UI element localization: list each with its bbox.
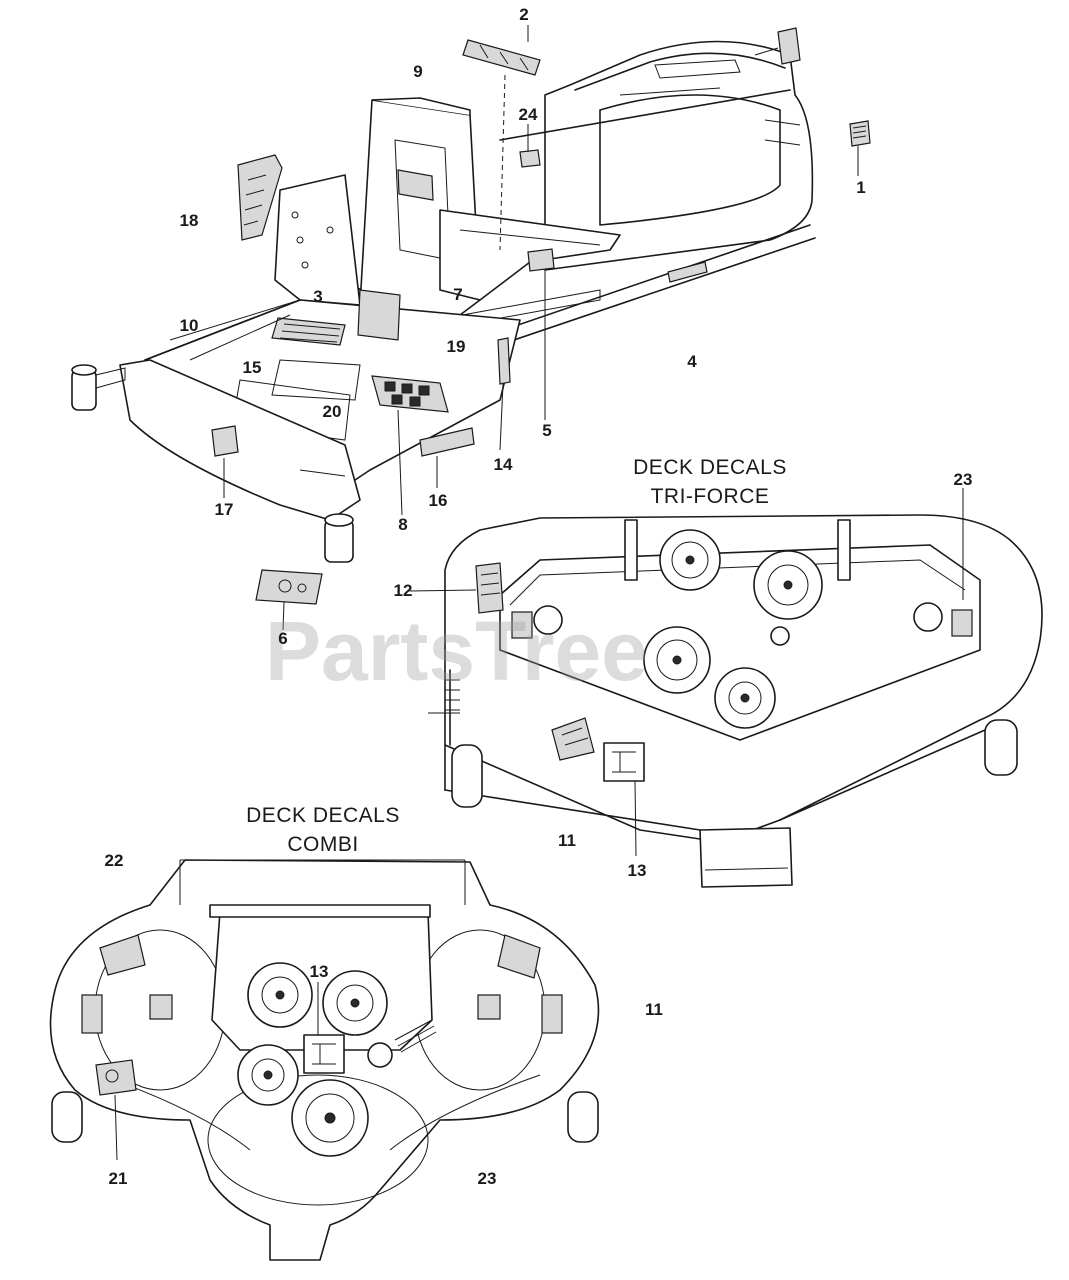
callout-20: 20 [323,402,342,421]
triforce-heading-line2: TRI-FORCE [651,485,770,508]
callout-9: 9 [413,62,422,81]
callout-1: 1 [856,178,865,197]
callout-12: 12 [394,581,413,600]
callout-22: 22 [105,851,124,870]
combi-heading-line1: DECK DECALS [246,804,400,827]
callout-14: 14 [494,455,513,474]
callout-21: 21 [109,1169,128,1188]
callout-4: 4 [687,352,697,371]
callout-19: 19 [447,337,466,356]
watermark: PartsTree [265,604,648,698]
triforce-deck [409,514,1043,888]
callout-3: 3 [313,287,322,306]
callout-18: 18 [180,211,199,230]
callout-13-triforce: 13 [628,861,647,880]
callout-16: 16 [429,491,448,510]
triforce-heading-line1: DECK DECALS [633,456,787,479]
callout-17: 17 [215,500,234,519]
combi-deck [49,859,600,1261]
callout-24: 24 [519,105,538,124]
mower-chassis [71,27,871,563]
callout-6: 6 [278,629,287,648]
callout-5: 5 [542,421,551,440]
callout-23-combi: 23 [478,1169,497,1188]
combi-heading-line2: COMBI [287,833,358,856]
callout-2: 2 [519,5,528,24]
callout-15: 15 [243,358,262,377]
callout-11-combi: 11 [645,1000,663,1019]
callout-10: 10 [180,316,199,335]
callout-13-combi: 13 [310,962,329,981]
callout-23-triforce: 23 [954,470,973,489]
callout-7: 7 [453,285,462,304]
callout-11-triforce: 11 [558,831,576,850]
callout-8: 8 [398,515,407,534]
decal-6 [255,569,323,631]
